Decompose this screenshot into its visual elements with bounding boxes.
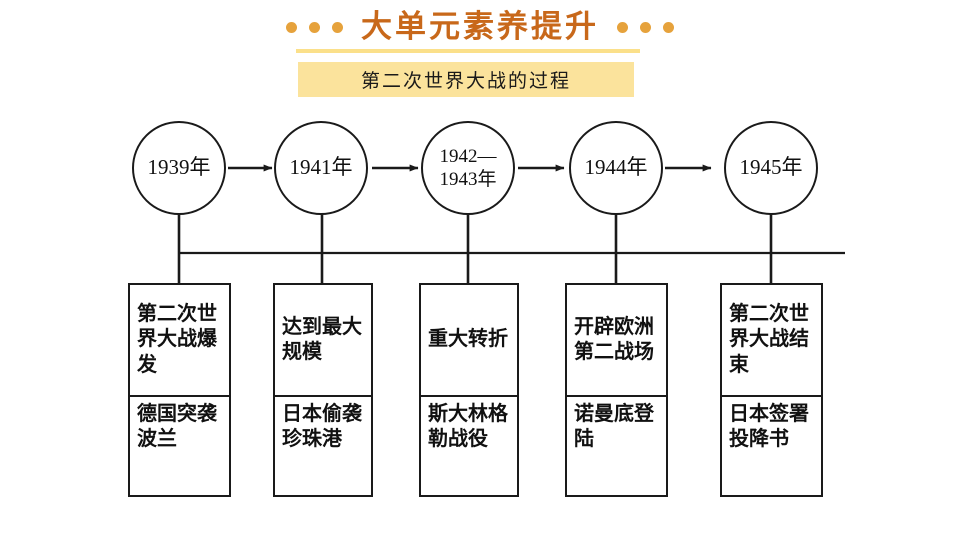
decorative-dots-left xyxy=(286,21,343,33)
info-box-2-detail: 日本偷袭珍珠港 xyxy=(282,402,362,451)
node-label-line: 1941年 xyxy=(289,155,353,180)
timeline-node-1942-1943[interactable]: 1942— 1943年 xyxy=(421,121,515,215)
info-box-4[interactable]: 开辟欧洲第二战场 诺曼底登陆 xyxy=(565,283,668,497)
dot-icon xyxy=(286,21,297,33)
info-box-2-event-cell: 达到最大规模 xyxy=(275,285,371,397)
title-underline xyxy=(296,49,640,53)
info-box-5-detail: 日本签署投降书 xyxy=(729,402,809,451)
info-box-5-event-cell: 第二次世界大战结束 xyxy=(722,285,821,397)
info-box-1-detail-cell: 德国突袭波兰 xyxy=(130,397,229,495)
info-box-1-event: 第二次世界大战爆发 xyxy=(137,303,217,376)
info-box-4-event-cell: 开辟欧洲第二战场 xyxy=(567,285,666,397)
info-box-1-detail: 德国突袭波兰 xyxy=(137,402,217,451)
timeline-node-1944[interactable]: 1944年 xyxy=(569,121,663,215)
info-box-3-detail: 斯大林格勒战役 xyxy=(428,402,508,451)
info-box-5-detail-cell: 日本签署投降书 xyxy=(722,397,821,495)
node-label-line: 1944年 xyxy=(584,155,648,180)
node-label-line: 1942— xyxy=(439,145,497,167)
dot-icon xyxy=(617,21,628,33)
dot-icon xyxy=(332,21,343,33)
info-box-1[interactable]: 第二次世界大战爆发 德国突袭波兰 xyxy=(128,283,231,497)
page-title: 大单元素养提升 xyxy=(361,8,599,45)
info-box-5[interactable]: 第二次世界大战结束 日本签署投降书 xyxy=(720,283,823,497)
info-box-4-event: 开辟欧洲第二战场 xyxy=(574,315,654,363)
timeline-node-1945[interactable]: 1945年 xyxy=(724,121,818,215)
info-box-3-event-cell: 重大转折 xyxy=(421,285,517,397)
subtitle-banner: 第二次世界大战的过程 xyxy=(298,62,634,97)
dot-icon xyxy=(663,21,674,33)
decorative-dots-right xyxy=(617,21,674,33)
info-box-1-event-cell: 第二次世界大战爆发 xyxy=(130,285,229,397)
subtitle-text: 第二次世界大战的过程 xyxy=(360,71,571,92)
info-box-5-event: 第二次世界大战结束 xyxy=(729,303,809,376)
info-box-2-detail-cell: 日本偷袭珍珠港 xyxy=(275,397,371,495)
node-label-line: 1943年 xyxy=(439,169,497,190)
timeline-node-1939[interactable]: 1939年 xyxy=(132,121,226,215)
info-box-3-event: 重大转折 xyxy=(428,328,508,351)
info-box-4-detail: 诺曼底登陆 xyxy=(574,402,654,451)
header: 大单元素养提升 xyxy=(0,4,960,50)
dot-icon xyxy=(640,21,651,33)
node-label-line: 1939年 xyxy=(147,155,211,180)
info-box-2[interactable]: 达到最大规模 日本偷袭珍珠港 xyxy=(273,283,373,497)
timeline-node-1941[interactable]: 1941年 xyxy=(274,121,368,215)
info-box-2-event: 达到最大规模 xyxy=(282,315,362,363)
node-label-line: 1945年 xyxy=(739,155,803,180)
info-box-3-detail-cell: 斯大林格勒战役 xyxy=(421,397,517,495)
dot-icon xyxy=(309,21,320,33)
info-box-4-detail-cell: 诺曼底登陆 xyxy=(567,397,666,495)
info-box-3[interactable]: 重大转折 斯大林格勒战役 xyxy=(419,283,519,497)
